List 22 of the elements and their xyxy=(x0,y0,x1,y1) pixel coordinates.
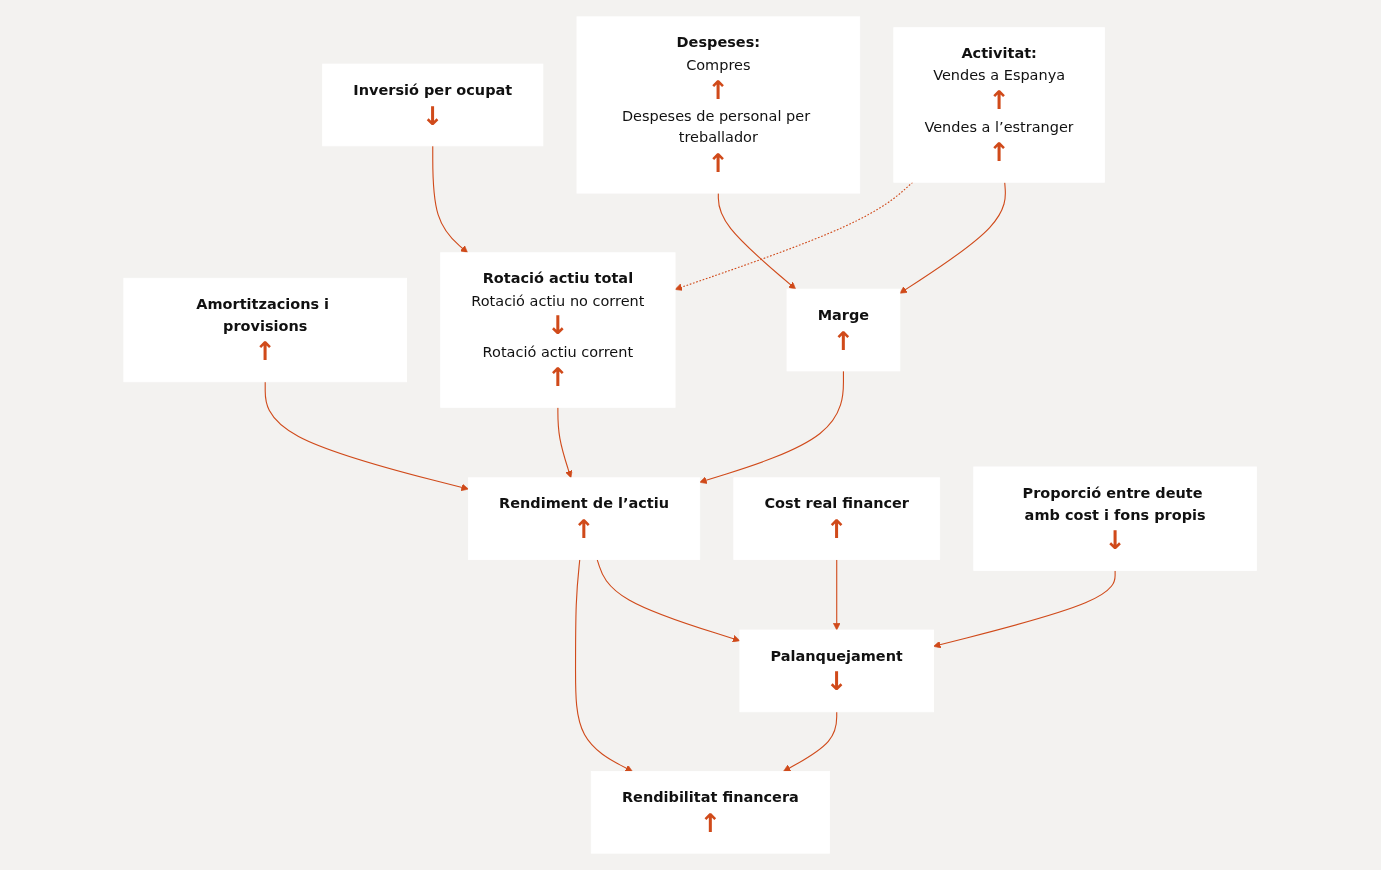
node-box: Rendibilitat financera ↑ xyxy=(591,771,831,854)
arrow xyxy=(783,711,838,772)
node-box: Activitat: Vendes a Espanya ↑ Vendes a l’estranger ↑ xyxy=(893,27,1106,183)
node-box: Marge ↑ xyxy=(786,288,901,372)
arrow xyxy=(833,559,841,631)
node-box: Cost real financer ↑ xyxy=(733,477,941,560)
arrow xyxy=(557,406,573,479)
node-box: Palanquejament ↓ xyxy=(739,629,935,713)
node-box: Rotació actiu total Rotació actiu no corrent ↓ Rotació actiu corrent ↑ xyxy=(440,252,676,408)
node-box: Proporció entre deute amb cost i fons propis ↓ xyxy=(973,466,1258,571)
node-box: Inversió per ocupat ↓ xyxy=(322,63,544,147)
node-box: Rendiment de l’actiu ↑ xyxy=(468,477,701,560)
node-box: Amortitzacions i provisions ↑ xyxy=(123,277,408,383)
arrow xyxy=(265,381,470,492)
arrow xyxy=(718,192,797,290)
arrow xyxy=(596,559,741,643)
arrow xyxy=(432,145,469,254)
arrow xyxy=(933,569,1116,649)
arrow xyxy=(575,559,634,772)
node-box: Despeses: Compres ↑ Despeses de personal per treballador ↑ xyxy=(576,16,861,194)
arrow xyxy=(699,370,845,484)
arrow xyxy=(899,181,1007,294)
